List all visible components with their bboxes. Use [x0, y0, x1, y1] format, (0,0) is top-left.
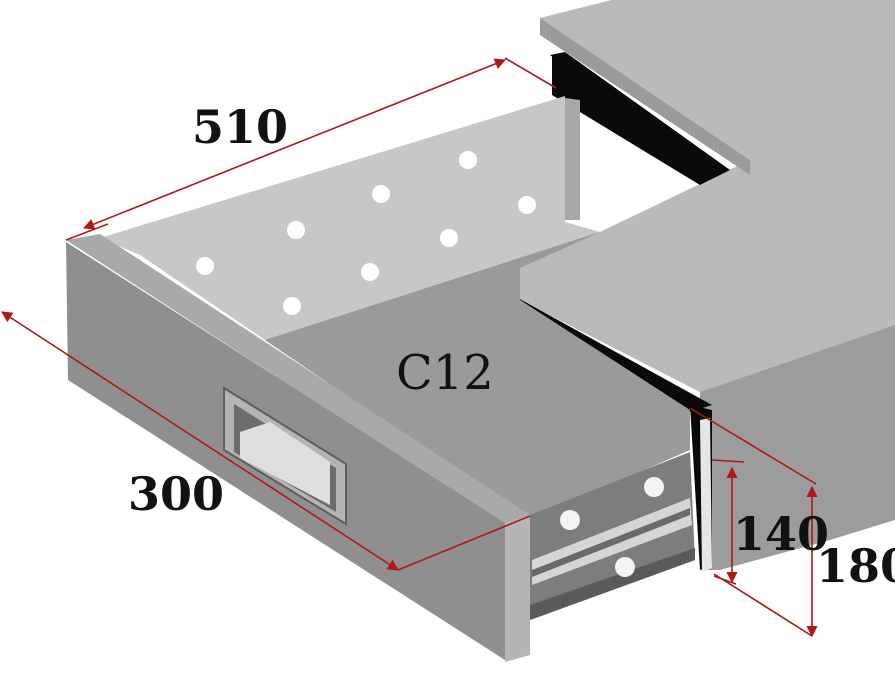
side-wall-hole [361, 263, 379, 281]
drawer-front-side-edge [505, 515, 530, 662]
dimension-label-width: 300 [128, 467, 224, 521]
cabinet-side-face [540, 18, 750, 175]
drawer-back-wall [565, 98, 580, 220]
dimension-label-depth: 510 [192, 100, 288, 154]
dim-ext-total-height-bottom [713, 573, 813, 637]
dim-ext-front-height-top [711, 459, 745, 463]
dim-line-width [1, 311, 399, 571]
dimension-label-total-height: 180 [816, 539, 895, 593]
dim-ext-depth-right [504, 57, 557, 89]
model-label: C12 [396, 345, 494, 401]
side-wall-hole [372, 185, 390, 203]
rail-hole [615, 557, 635, 577]
dim-line-depth [82, 58, 507, 230]
side-wall-hole [287, 221, 305, 239]
rail-hole [560, 510, 580, 530]
dim-ext-width [397, 515, 531, 571]
dim-ext-depth-left [65, 223, 109, 241]
side-wall-hole [196, 257, 214, 275]
lower-slot [518, 298, 712, 412]
side-wall-hole [518, 196, 536, 214]
side-wall-hole [283, 297, 301, 315]
dimension-label-front-height: 140 [733, 507, 829, 561]
rail-hole [644, 477, 664, 497]
drawer [66, 96, 695, 662]
side-wall-hole [459, 151, 477, 169]
cabinet-housing [518, 0, 895, 572]
side-wall-hole [440, 229, 458, 247]
cabinet-front-face [700, 325, 895, 570]
dimension-lines [1, 57, 818, 638]
dim-ext-total-height-top [689, 407, 817, 485]
dim-ext-front-height-bottom [713, 575, 737, 585]
